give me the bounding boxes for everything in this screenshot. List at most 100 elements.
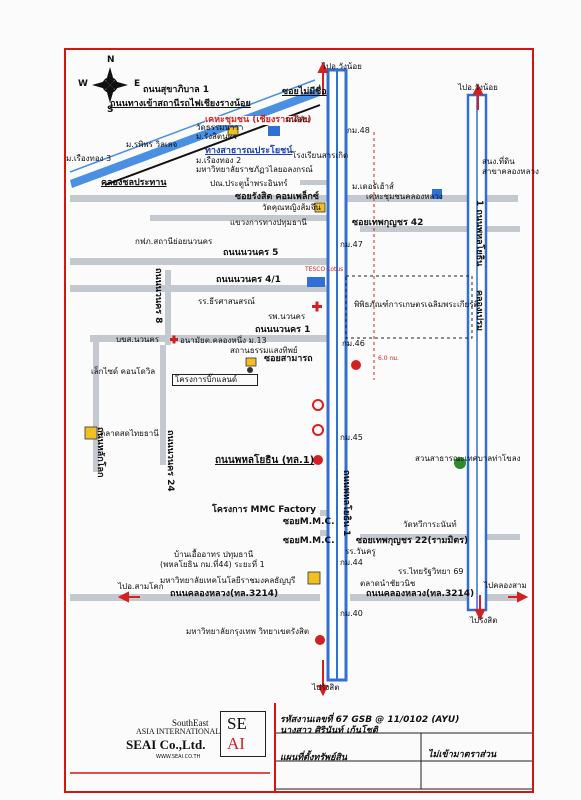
company-seal: SE AI [220, 711, 266, 757]
landmark-community: เคหะชุมชน (เชียงรากน้อย) [205, 115, 312, 125]
landmark-market-phithak: ตลาดนำชัยวนิช [360, 579, 416, 588]
road-khlong-luang-left: ถนนคลองหลวง(ทล.3214) [170, 589, 279, 599]
road-soi-no-name: ซอยไม่มีชื่อ [282, 87, 327, 97]
landmark-markers [84, 126, 326, 585]
road-network [70, 180, 520, 601]
road-navanakorn-5: ถนนนวนคร 5 [223, 248, 279, 258]
landmark-sano-thidin: สนง.ที่ดิน [482, 157, 515, 166]
title-block: SouthEast ASIA INTERNATIONAL SEAI Co.,Lt… [66, 703, 532, 791]
landmark-public-health: ทางสาธารณประโยชน์ [205, 146, 293, 156]
landmark-kheha-khlong: เคหะชุมชนคลองหลวง [366, 192, 443, 201]
road-thephkunchon-42: ซอยเทพกุญชร 42 [352, 218, 424, 228]
landmark-ban-uea-2: (พหลโยธิน กม.ที่44) ระยะที่ 1 [160, 560, 265, 569]
road-soi-mmc-2: ซอยM.M.C. [283, 536, 335, 546]
landmark-rongrean: โรงเรียนสารเกิต [292, 151, 349, 160]
landmark-anamai: อนามัยต.คลองหนึ่ง ม.13 [180, 336, 267, 345]
landmark-uni-bangkok: มหาวิทยาลัยกรุงเทพ วิทยาเขตรังสิต [186, 627, 310, 636]
dest-top-center: ไปอ.วังน้อย [322, 62, 362, 71]
dest-bottom-center: ไปรังสิต [312, 683, 340, 692]
title-block-grid [70, 732, 532, 790]
cross-markers [170, 301, 322, 344]
landmark-lake-side: เล็กไซด์ คอนโดวิล [91, 367, 156, 376]
landmark-mu-ruang-thong-2: ม.เรืองทอง 2 [196, 156, 242, 165]
landmark-mu-golden: ม.เดอรัเฮ้าส์ [352, 182, 394, 191]
dest-bottom-right: ไปรังสิต [470, 616, 498, 625]
landmark-school-thaichai: รร.ไทยรัฐวิทยา 69 [398, 567, 464, 576]
blue-markers [268, 126, 442, 287]
landmark-big-land: โครงการบิ๊กแลนด์ [172, 374, 259, 386]
km-44: กม.44 [340, 558, 363, 567]
landmark-museum: พิพิธภัณฑ์การเกษตรเฉลิมพระเกียรติ [354, 300, 479, 309]
landmark-school-wanda: รร.วันครู [345, 547, 376, 556]
landmark-ban-uea: บ้านเอื้ออาทร ปทุมธานี [174, 550, 254, 559]
landmark-mu-dikhap: ม.ดีคับ [286, 115, 310, 124]
road-navanakorn-1: ถนนนวนคร 1 [255, 325, 311, 335]
km-40: กม.40 [340, 609, 363, 618]
company-line3: SEAI Co.,Ltd. [126, 737, 206, 752]
road-thephkunchon-22: ซอยเทพกุญชร 22(รามมิตร) [356, 536, 469, 546]
km-48: กม.48 [347, 126, 370, 135]
km-47: กม.47 [340, 240, 363, 249]
landmark-mu-bankhlong: ม.รังสิตนคร [196, 132, 238, 141]
company-line2: ASIA INTERNATIONAL [136, 727, 221, 736]
landmark-kfp-station: กฟภ.สถานีย่อยนวนคร [135, 237, 213, 246]
egat-diagonal-road [70, 88, 320, 188]
road-khlong-luang-right: ถนนคลองหลวง(ทล.3214) [366, 589, 475, 599]
road-soi-rangsit: ซอยรังสิต คอมเพล็กซ์ [235, 192, 319, 202]
km-46: กม.46 [342, 339, 365, 348]
landmark-mu-phiphat: ม.รพิพร วิลเลจ [126, 140, 178, 149]
compass-s: S [107, 105, 114, 115]
dest-top-right: ไปอ.วังน้อย [458, 83, 498, 92]
road-right-vert-1: 1 ถนนพหลโยธิน [474, 200, 484, 267]
road-navanakorn-8: ถนนนวนคร 8 [153, 268, 163, 324]
seal-bottom: AI [227, 734, 245, 753]
landmark-mu-ruang-thong-3: ม.เรืองทอง 3 [66, 154, 112, 163]
compass-n: N [107, 55, 115, 65]
company-url: WWW.SEAI.CO.TH [156, 754, 201, 760]
road-soi-samakkhi: ซอยสามารถ [264, 354, 313, 364]
seal-top: SE [227, 714, 247, 733]
road-soi-mmc-1: ซอยM.M.C. [283, 517, 335, 527]
road-lak-lok: ถนนหลักโลก [95, 427, 105, 478]
landmark-dist-km: 6.0 กม. [378, 355, 399, 362]
landmark-uni-tech: มหาวิทยาลัยราชภัฏวไลยอลงกรณ์ [196, 165, 313, 174]
road-khlong-prathan: คลองชลประทาน [101, 178, 167, 188]
compass-rose [92, 67, 128, 103]
landmark-tesco: TESCO Lotus [305, 266, 344, 273]
dest-right-khlong-sam: ไปคลองสาม [484, 581, 527, 590]
landmark-navanakorn-hosp: รพ.นวนคร [268, 312, 306, 321]
map-frame [64, 48, 534, 793]
road-phahonyothin: ถนนพหลโยธิน (ทล.1) [215, 455, 315, 466]
road-phahonyothin-vert: ถนนพหลโยธิน 1 [341, 470, 351, 537]
road-navanakorn-4-1: ถนนนวนคร 4/1 [216, 275, 281, 285]
compass-e: E [134, 79, 141, 89]
km-45: กม.45 [340, 433, 363, 442]
landmark-bus-terminal: บขส.นวนคร [116, 335, 160, 344]
job-number: รหัสงานเลขที่ 67 GSB @ 11/0102 (AYU) [280, 715, 460, 725]
landmark-sano-thidin-2: สาขาคลองหลวง [482, 167, 539, 176]
compass-w: W [78, 79, 88, 89]
landmark-pong-prasit: ปณ.ประตูน้ำพระอินทร์ [210, 179, 288, 188]
scale-note: ไม่เข้ามาตราส่วน [428, 750, 497, 760]
road-navanakorn-24: ถนนนวนคร 24 [165, 430, 175, 492]
landmark-wat-sala-nok: วัดธรรมนาวา [196, 123, 244, 132]
landmark-wat-chompu: วัดหวีการะนันท์ [403, 520, 457, 529]
landmark-school-thai: รร.ธีรศาสนสรณ์ [198, 297, 255, 306]
company-line1: SouthEast [172, 718, 209, 728]
landmark-rest-area: สวนสาธารณะเทศบาลท่าโขลง [415, 454, 521, 463]
dest-left-samkhok: ไปอ.สามโคก [118, 582, 164, 591]
landmark-market-thai: ตลาดสดไทยธานี [100, 429, 159, 438]
owner-name: นางสาว ศิรินันท์ เก้นโชติ [280, 726, 378, 736]
company-logo: SouthEast ASIA INTERNATIONAL SEAI Co.,Lt… [66, 703, 276, 791]
road-sukhaphiban: ถนนสุขาภิบาล 1 [143, 85, 210, 95]
museum-area [345, 275, 473, 339]
landmark-wat-khun: วัดคุณหญิงส้มจีน [262, 203, 321, 212]
road-egat: ถนนทางเข้าสถานีรถไฟเชียงรางน้อย [110, 99, 251, 109]
landmark-uni-tech-2: มหาวิทยาลัยเทคโนโลยีราชมงคลธัญบุรี [160, 576, 296, 585]
landmark-khwaeng: แขวงการทางปทุมธานี [230, 218, 307, 227]
road-right-vert-2: คลองเปรม [474, 290, 484, 331]
landmark-project-mmc: โครงการ MMC Factory [212, 505, 317, 515]
map-title: แผนที่ตั้งทรัพย์สิน [280, 753, 348, 763]
landmark-sathan-tham: สถานธรรมแสงทิพย์ [230, 346, 298, 355]
